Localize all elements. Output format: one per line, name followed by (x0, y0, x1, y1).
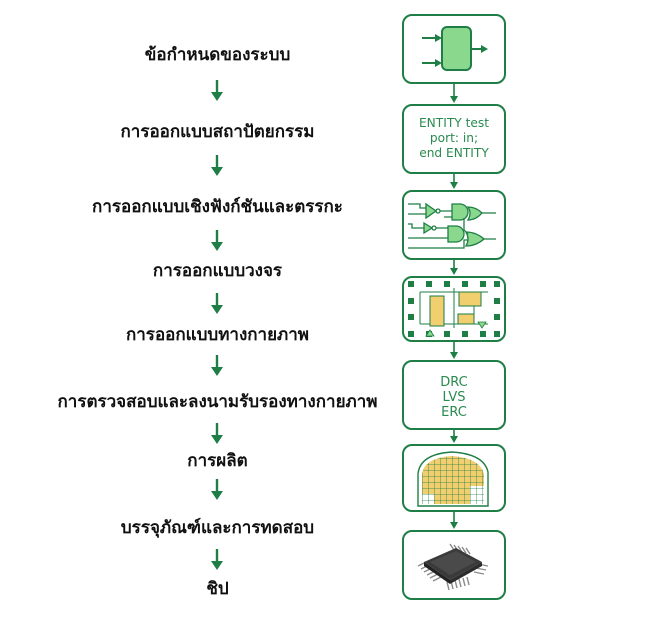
hdl-code-card: ENTITY test port: in; end ENTITY (402, 104, 506, 174)
connector-arrow-icon (450, 342, 458, 359)
arrow-down-icon (211, 80, 223, 101)
arrow-down-icon (211, 155, 223, 176)
wafer-icon (417, 451, 489, 507)
connector-arrow-icon (450, 260, 458, 275)
hdl-line-3: end ENTITY (419, 146, 489, 160)
logic-gates-card (402, 190, 506, 260)
step-packaging-testing: บรรจุภัณฑ์และการทดสอบ (120, 518, 315, 538)
wafer-card (402, 444, 506, 512)
connector-arrow-icon (450, 174, 458, 189)
step-physical-verification: การตรวจสอบและลงนามรับรองทางกายภาพ (57, 392, 378, 412)
hdl-line-2: port: in; (429, 131, 479, 145)
chip-package-card (402, 530, 506, 600)
connector-arrow-icon (450, 84, 458, 103)
connector-arrow-icon (450, 512, 458, 529)
verify-line-2: LVS (442, 390, 466, 405)
arrow-down-icon (211, 230, 223, 251)
circuit-layout-icon (408, 281, 500, 337)
arrow-down-icon (211, 479, 223, 500)
arrow-down-icon (211, 549, 223, 570)
hdl-line-1: ENTITY test (418, 116, 490, 130)
step-circuit-design: การออกแบบวงจร (152, 261, 283, 281)
verify-line-3: ERC (441, 405, 467, 420)
chip-package-icon (417, 543, 489, 591)
arrow-down-icon (211, 355, 223, 376)
step-functional-logic: การออกแบบเชิงฟังก์ชันและตรรกะ (92, 197, 343, 217)
step-fabrication: การผลิต (187, 451, 248, 471)
logic-gates-icon (408, 202, 496, 249)
step-physical-design: การออกแบบทางกายภาพ (125, 325, 310, 345)
arrow-down-icon (211, 293, 223, 314)
connector-arrow-icon (450, 430, 458, 443)
step-system-spec: ข้อกำหนดของระบบ (144, 45, 291, 65)
verify-line-1: DRC (440, 375, 468, 390)
step-chip: ชิป (206, 579, 229, 599)
spec-block-card (402, 14, 506, 84)
block-diagram-icon (422, 26, 488, 71)
verification-card: DRC LVS ERC (402, 360, 506, 430)
circuit-layout-card (402, 276, 506, 342)
step-architecture: การออกแบบสถาปัตยกรรม (120, 122, 315, 142)
arrow-down-icon (211, 423, 223, 444)
